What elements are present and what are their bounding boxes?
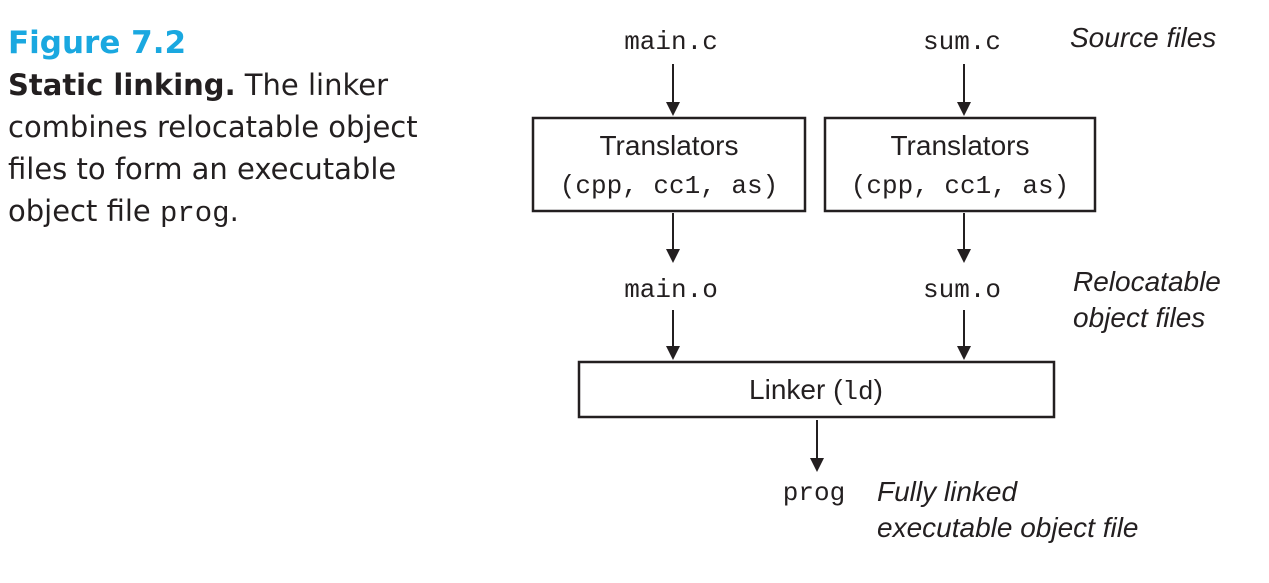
arrow-linker-to-prog bbox=[810, 420, 824, 472]
caption-text-end: . bbox=[229, 194, 239, 228]
translators-right-title: Translators bbox=[890, 130, 1029, 161]
translators-right-tools: (cpp, cc1, as) bbox=[851, 171, 1069, 201]
translators-left-tools: (cpp, cc1, as) bbox=[560, 171, 778, 201]
translators-left-title: Translators bbox=[599, 130, 738, 161]
arrow-translators-to-sum-o bbox=[957, 213, 971, 263]
figure-caption: Figure 7.2 Static linking. The linker co… bbox=[8, 22, 438, 235]
prog-label: prog bbox=[783, 478, 845, 508]
linker-label: Linker (ld) bbox=[749, 374, 883, 407]
caption-title: Static linking. bbox=[8, 68, 236, 102]
main-c-label: main.c bbox=[624, 27, 718, 57]
caption-body: Static linking. The linker combines relo… bbox=[8, 64, 438, 235]
caption-text: The linker combines relocatable object f… bbox=[8, 68, 418, 228]
arrow-sum-c-to-translators bbox=[957, 64, 971, 116]
main-o-label: main.o bbox=[624, 275, 718, 305]
relocatable-label-line1: Relocatable bbox=[1073, 266, 1221, 297]
caption-code: prog bbox=[159, 197, 230, 230]
arrow-translators-to-main-o bbox=[666, 213, 680, 263]
arrow-sum-o-to-linker bbox=[957, 310, 971, 360]
executable-label-line2: executable object file bbox=[877, 512, 1139, 543]
translators-box-left: Translators (cpp, cc1, as) bbox=[531, 116, 807, 213]
arrow-main-c-to-translators bbox=[666, 64, 680, 116]
sum-o-label: sum.o bbox=[923, 275, 1001, 305]
sum-c-label: sum.c bbox=[923, 27, 1001, 57]
linker-label-suffix: ) bbox=[874, 374, 883, 405]
figure-number: Figure 7.2 bbox=[8, 25, 187, 61]
source-files-label: Source files bbox=[1070, 22, 1216, 53]
linker-box: Linker (ld) bbox=[577, 360, 1056, 419]
arrow-main-o-to-linker bbox=[666, 310, 680, 360]
linker-label-code: ld bbox=[842, 377, 873, 407]
executable-label-line1: Fully linked bbox=[877, 476, 1018, 507]
linker-label-prefix: Linker ( bbox=[749, 374, 843, 405]
translators-box-right: Translators (cpp, cc1, as) bbox=[823, 116, 1097, 213]
relocatable-label-line2: object files bbox=[1073, 302, 1205, 333]
